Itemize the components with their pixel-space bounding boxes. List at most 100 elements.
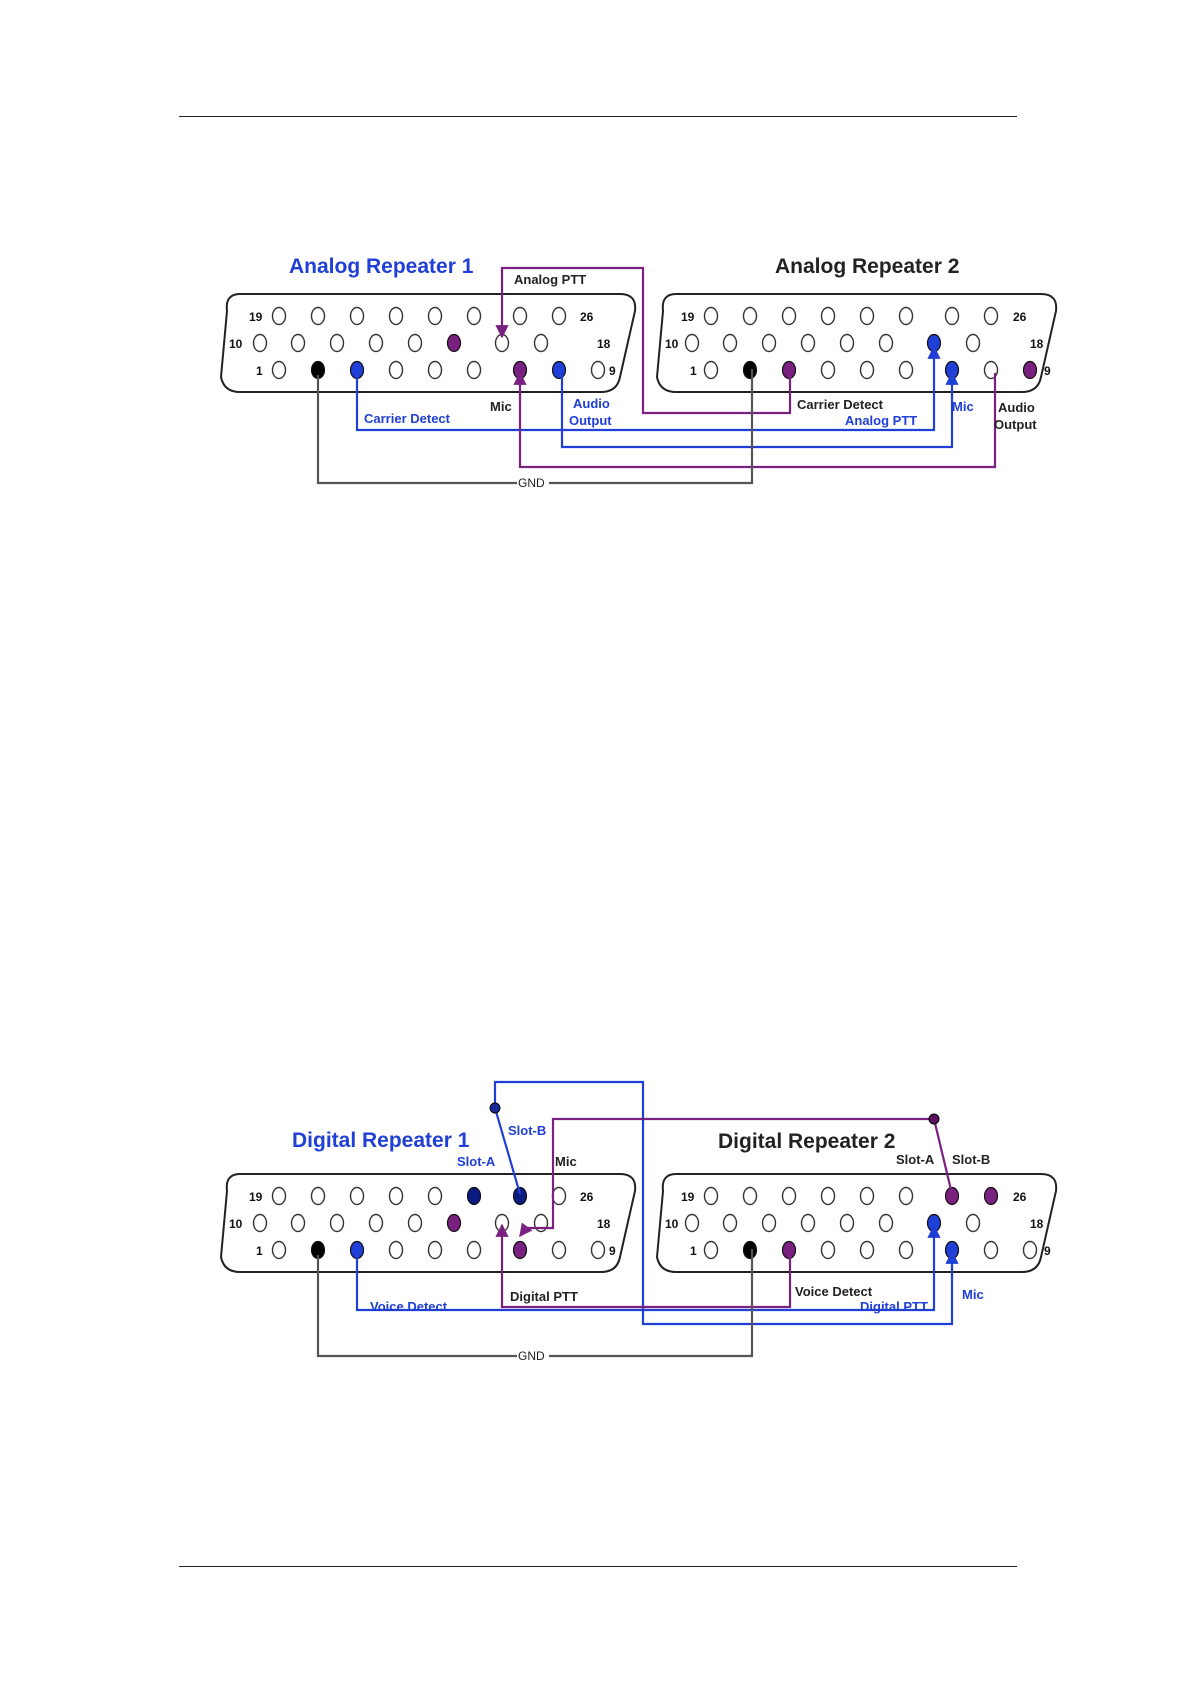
header-rule [179, 116, 1017, 117]
pin-hole [722, 1213, 738, 1233]
digital-repeater-1-title: Digital Repeater 1 [292, 1129, 470, 1152]
pin-hole [512, 306, 528, 326]
audio-output-label-right-1: Audio [998, 400, 1035, 415]
pin-hole [965, 1213, 981, 1233]
voice-detect-wire [355, 1224, 941, 1312]
pin-hole [590, 360, 606, 380]
audio-output-to-mic-wire [560, 371, 959, 449]
pin-hole [329, 333, 345, 353]
pin-hole [1022, 1240, 1038, 1260]
analog-repeater-wiring-diagram: 19 26 10 18 1 9 19 26 10 18 1 9 Analog R… [219, 255, 1058, 490]
pin-hole [551, 1240, 567, 1260]
pin-hole [407, 1213, 423, 1233]
pin-hole [349, 1186, 365, 1206]
pin-hole [329, 1213, 345, 1233]
wiring [316, 1080, 959, 1358]
pin-hole [898, 306, 914, 326]
pin-hole [800, 1213, 816, 1233]
pin-hole [859, 306, 875, 326]
pin-hole [839, 333, 855, 353]
digital-ptt-label-left: Digital PTT [510, 1289, 578, 1304]
pin-hole [310, 306, 326, 326]
pin-label-19-right: 19 [681, 310, 695, 324]
wired-pin-hole [446, 333, 462, 353]
pin-hole [290, 333, 306, 353]
pin-hole [252, 1213, 268, 1233]
slot-a-label-right: Slot-A [896, 1152, 935, 1167]
pin-hole [878, 333, 894, 353]
pin-hole [368, 333, 384, 353]
carrier-detect-label-right: Carrier Detect [797, 397, 884, 412]
pin-label-18-left: 18 [597, 337, 611, 351]
analog-repeater-2-title: Analog Repeater 2 [775, 255, 959, 278]
connector-pin-holes [252, 306, 1038, 380]
pin-hole [800, 333, 816, 353]
pin-hole [427, 360, 443, 380]
pin-hole [859, 1240, 875, 1260]
pin-hole [271, 306, 287, 326]
pin-label-26-right: 26 [1013, 310, 1027, 324]
db26-connector-shell-right [655, 293, 1058, 393]
audio-output-label-right-2: Output [994, 417, 1037, 432]
ground-wire [316, 1249, 754, 1358]
analog-ptt-label-top: Analog PTT [514, 272, 586, 287]
pin-hole [427, 1240, 443, 1260]
analog-ptt-wire [495, 266, 792, 415]
mic-label-right: Mic [962, 1287, 984, 1302]
pin-hole [820, 306, 836, 326]
pin-hole [703, 306, 719, 326]
pin-label-1-right: 1 [690, 364, 697, 378]
voice-detect-label-left: Voice Detect [370, 1299, 448, 1314]
pin-hole [965, 333, 981, 353]
pin-hole [388, 1186, 404, 1206]
analog-repeater-1-title: Analog Repeater 1 [289, 255, 474, 278]
digital-repeater-2-title: Digital Repeater 2 [718, 1130, 895, 1153]
audio-output-label-left-2: Output [569, 413, 612, 428]
pin-label-1-right: 1 [690, 1244, 697, 1258]
pin-hole [388, 1240, 404, 1260]
pin-label-9-left: 9 [609, 1244, 616, 1258]
pin-hole [271, 360, 287, 380]
pin-hole [551, 306, 567, 326]
pin-hole [533, 333, 549, 353]
db26-connector-shell-right [655, 1173, 1058, 1273]
pin-label-26-left: 26 [580, 1190, 594, 1204]
carrier-detect-label-left: Carrier Detect [364, 411, 451, 426]
pin-label-10-left: 10 [229, 337, 243, 351]
pin-label-18-right: 18 [1030, 337, 1044, 351]
pin-label-19-left: 19 [249, 1190, 263, 1204]
pin-number-labels: 19 26 10 18 1 9 19 26 10 18 1 9 [229, 1190, 1051, 1258]
pin-hole [494, 333, 510, 353]
pin-hole [271, 1240, 287, 1260]
mic-label-left: Mic [555, 1154, 577, 1169]
pin-hole [466, 306, 482, 326]
pin-hole [290, 1213, 306, 1233]
pin-hole [878, 1213, 894, 1233]
pin-label-10-left: 10 [229, 1217, 243, 1231]
slot-a-label-left: Slot-A [457, 1154, 496, 1169]
pin-hole [703, 1186, 719, 1206]
pin-hole [742, 306, 758, 326]
pin-hole [551, 1186, 567, 1206]
slot-b-blue-junction-dot [489, 1102, 501, 1114]
pin-hole [761, 333, 777, 353]
slot-b-purple-link-wire [519, 1117, 934, 1238]
pin-hole [722, 333, 738, 353]
pin-hole [898, 1186, 914, 1206]
pin-hole [742, 1186, 758, 1206]
pin-label-10-right: 10 [665, 1217, 679, 1231]
slot-b-purple-junction-dot [928, 1113, 940, 1125]
wired-pin-hole [983, 1186, 999, 1206]
pin-hole [407, 333, 423, 353]
voice-detect-label-right: Voice Detect [795, 1284, 873, 1299]
connector-pin-holes [252, 1186, 1038, 1260]
audio-output-label-left-1: Audio [573, 396, 610, 411]
gnd-label: GND [518, 1349, 545, 1360]
pin-label-9-left: 9 [609, 364, 616, 378]
pin-hole [944, 306, 960, 326]
pin-label-1-left: 1 [256, 1244, 263, 1258]
pin-hole [781, 306, 797, 326]
pin-label-10-right: 10 [665, 337, 679, 351]
pin-hole [684, 1213, 700, 1233]
wired-pin-hole [742, 1240, 758, 1260]
